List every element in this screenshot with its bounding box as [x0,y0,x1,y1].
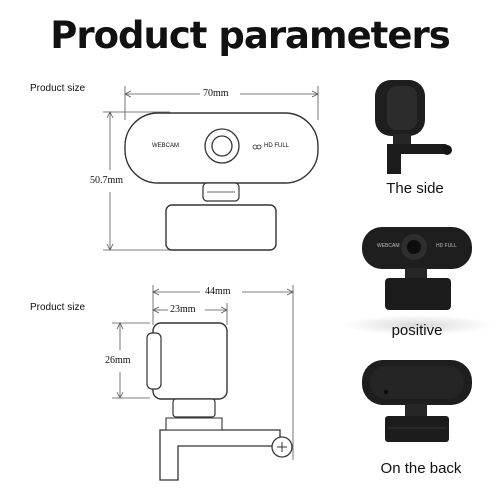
front-lens-inner [211,135,233,157]
side-view-label: Product size [30,302,86,313]
front-webcam-text: WEBCAM [152,143,179,149]
photo-positive-webcam-text: WEBCAM [377,243,400,249]
side-overall-dim-label: 44mm [205,286,231,297]
front-view-label: Product size [30,83,86,94]
front-base-clip [165,204,277,251]
side-clip [159,429,281,481]
front-height-dim-label: 50.7mm [90,175,124,186]
photo-positive-base [385,278,451,310]
page-title: Product parameters [50,14,450,57]
caption-the-side: The side [386,180,444,197]
side-neck [172,398,216,418]
front-hd-text: HD FULL [264,143,290,149]
side-height-dim-label: 26mm [105,355,131,366]
front-height-dimension-line [103,111,170,251]
front-width-dimension-line [124,86,319,120]
caption-on-the-back: On the back [380,460,462,477]
photo-positive-hd-text: HD FULL [436,243,457,249]
side-height-dimension-line [112,322,150,399]
photo-back-base [385,416,449,442]
side-body-dimension-line [152,303,228,325]
side-overall-dimension-line [152,285,294,460]
photo-positive-shadow [343,315,493,335]
side-body-dim-label: 23mm [170,304,196,315]
caption-positive: positive [391,322,443,339]
front-width-dim-label: 70mm [203,88,229,99]
